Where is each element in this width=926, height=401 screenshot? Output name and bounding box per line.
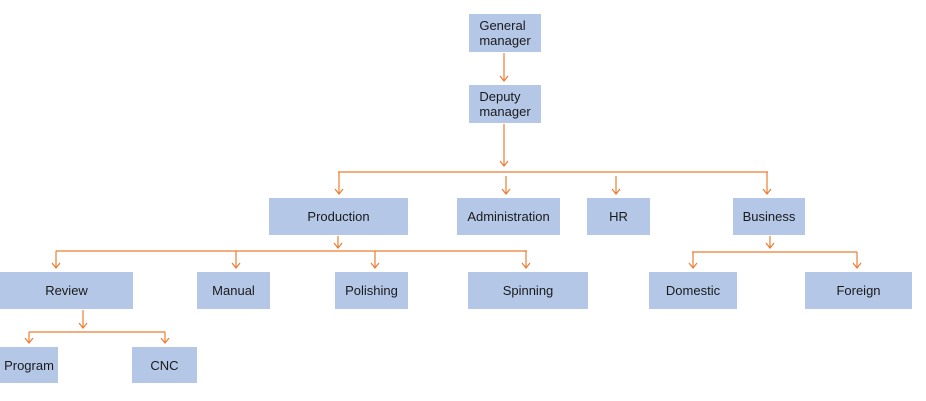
node-hr: HR [587, 198, 650, 235]
node-deputy-manager: Deputy manager [469, 85, 541, 123]
node-manual: Manual [197, 272, 270, 309]
node-label: General manager [479, 18, 531, 48]
node-label: Manual [212, 283, 255, 298]
node-label: Business [742, 209, 796, 224]
arrowhead-review [51, 262, 61, 269]
arrowhead-production [334, 188, 344, 195]
arrowhead-administration [501, 188, 511, 195]
node-review: Review [0, 272, 133, 309]
node-program: Program [0, 347, 58, 383]
arrowhead-polishing [370, 262, 380, 269]
node-label: Production [307, 209, 370, 224]
node-label: Administration [467, 209, 550, 224]
node-foreign: Foreign [805, 272, 912, 309]
arrowhead-business-trunk [765, 242, 775, 249]
node-label: Domestic [665, 283, 721, 298]
arrowhead-hr [611, 188, 621, 195]
node-spinning: Spinning [468, 272, 588, 309]
node-cnc: CNC [132, 347, 197, 383]
arrowhead-foreign [852, 262, 862, 269]
node-administration: Administration [457, 198, 560, 235]
node-label: Deputy manager [479, 89, 531, 119]
node-production: Production [269, 198, 408, 235]
node-label: Polishing [345, 283, 398, 298]
node-label: Foreign [836, 283, 881, 298]
node-label: Review [45, 283, 88, 298]
arrowhead-trunk [499, 160, 509, 167]
arrowhead-cnc [160, 337, 170, 344]
node-label: Program [4, 357, 54, 373]
arrowhead-program [24, 337, 34, 344]
node-domestic: Domestic [649, 272, 737, 309]
arrowhead-spinning [521, 262, 531, 269]
arrowhead-business [762, 188, 772, 195]
arrowhead-deputy [499, 75, 509, 82]
arrowhead-manual [231, 262, 241, 269]
node-label: CNC [150, 357, 179, 373]
node-label: HR [609, 209, 628, 224]
arrowhead-review-trunk [78, 322, 88, 329]
node-polishing: Polishing [335, 272, 408, 309]
arrowhead-production-trunk [333, 242, 343, 249]
node-label: Spinning [502, 283, 554, 298]
node-general-manager: General manager [469, 14, 541, 52]
node-business: Business [733, 198, 805, 235]
arrowhead-domestic [688, 262, 698, 269]
